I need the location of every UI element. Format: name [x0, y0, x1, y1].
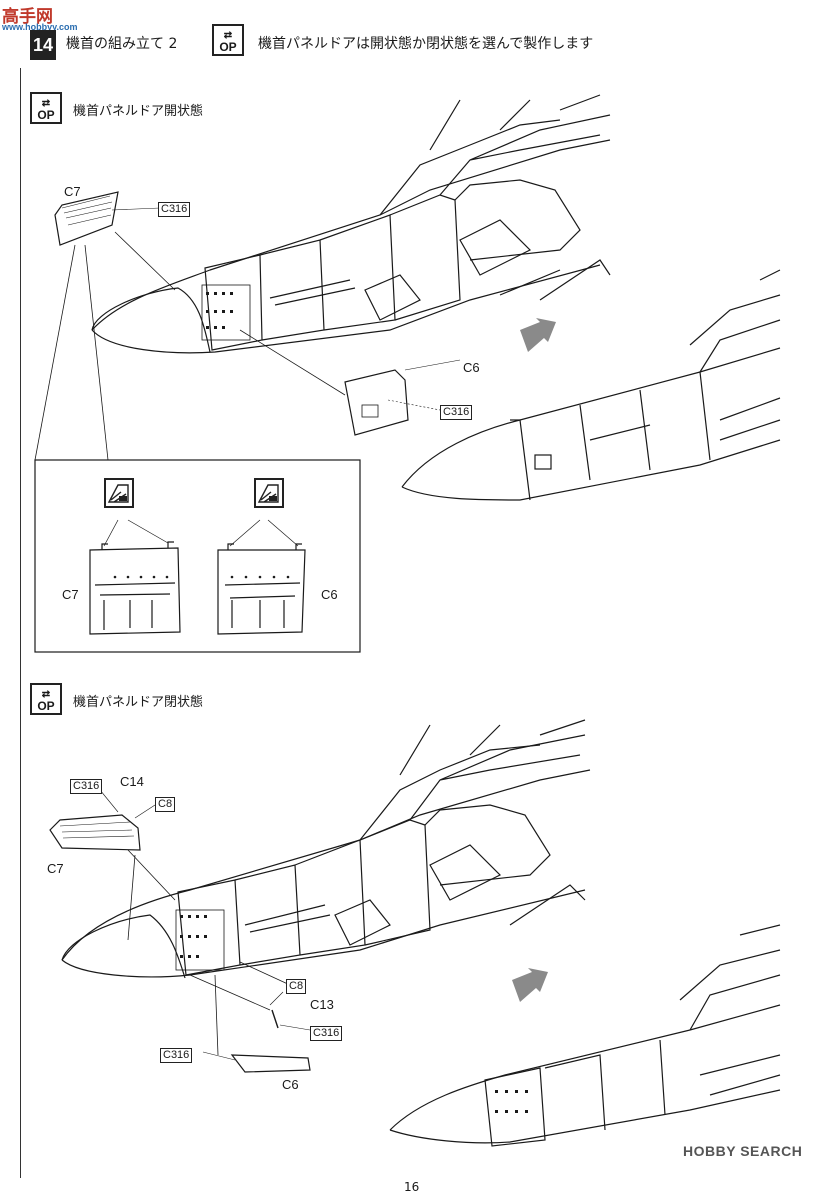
c316-label-closed-mid: C316: [310, 1026, 343, 1041]
closed-nose-fuselage: [61, 769, 591, 978]
c6-label-closed: C6: [282, 1077, 299, 1092]
c8-label-closed-bottom: C8: [286, 979, 307, 994]
c316-label-closed-low: C316: [160, 1048, 193, 1063]
open-nosecone: [91, 287, 211, 353]
option-icon-open: ⇄OP: [30, 92, 62, 124]
c316-label-closed-top: C316: [70, 779, 103, 794]
c316-label-open-a: C316: [158, 202, 191, 217]
c7-label-open: C7: [64, 184, 81, 199]
step-title: 機首の組み立て 2: [66, 36, 178, 52]
hobbysearch-watermark: HOBBY SEARCH: [683, 1143, 803, 1159]
section-open-title: 機首パネルドア開状態: [73, 104, 204, 119]
detail-box: [34, 459, 361, 653]
paint-icon-right: [254, 478, 284, 508]
c13-label: C13: [310, 997, 334, 1012]
option-icon-closed: ⇄OP: [30, 683, 62, 715]
c6-label-open: C6: [463, 360, 480, 375]
site-watermark-url: www.hobbyy.com: [2, 22, 78, 32]
open-down-arrow: [520, 318, 556, 352]
c316-label-open-b: C316: [440, 405, 473, 420]
closed-result-fuselage: [389, 1004, 781, 1144]
section-closed-title: 機首パネルドア閉状態: [73, 695, 204, 710]
c7-label-closed: C7: [47, 861, 64, 876]
c14-label: C14: [120, 774, 144, 789]
page-number: 16: [404, 1180, 420, 1194]
c7-part-closed: [49, 814, 141, 851]
option-icon: ⇄OP: [212, 24, 244, 56]
detail-c7-label: C7: [62, 587, 79, 602]
detail-c6-label: C6: [321, 587, 338, 602]
c6-part-open: [344, 369, 409, 436]
option-note: 機首パネルドアは開状態か閉状態を選んで製作します: [258, 36, 594, 52]
step-number-badge: 14: [30, 30, 56, 60]
closed-down-arrow: [512, 968, 548, 1002]
page-frame-line: [20, 68, 21, 1178]
site-watermark: 高手网: [2, 7, 53, 26]
c7-part-open: [54, 191, 119, 246]
c6-part-closed: [230, 1054, 311, 1073]
paint-icon-left: [104, 478, 134, 508]
c8-label-closed-top: C8: [155, 797, 176, 812]
